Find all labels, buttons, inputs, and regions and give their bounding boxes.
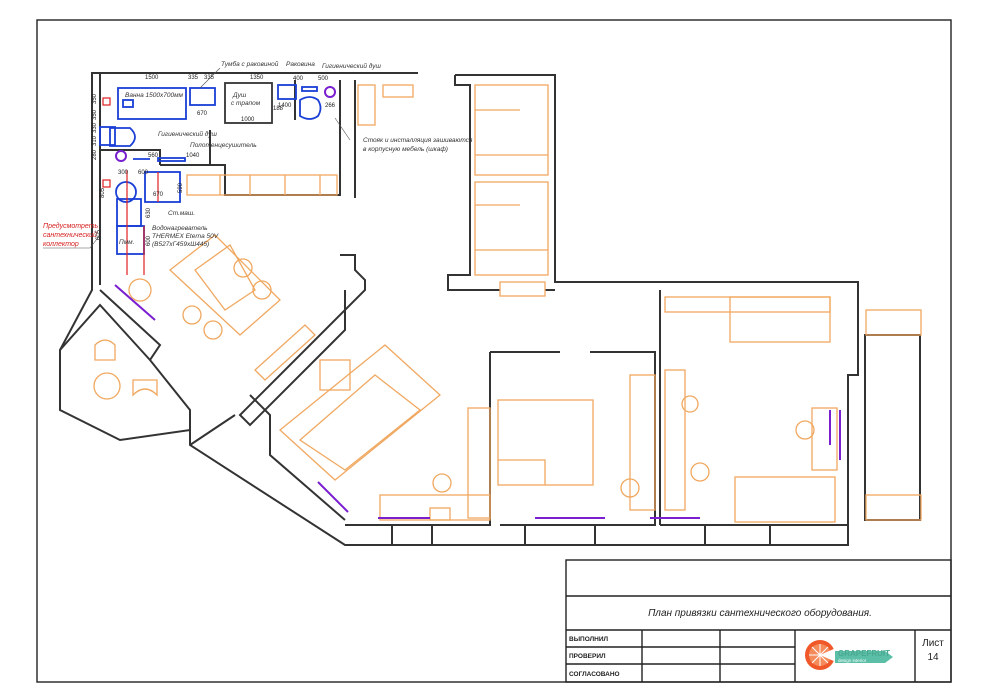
label-hygienic-shower-left: Гигиенический душ xyxy=(158,130,218,138)
plumbing-fixtures xyxy=(99,82,322,275)
row-checked: ПРОВЕРИЛ xyxy=(569,653,606,660)
dim: 590 xyxy=(178,182,184,193)
radiators xyxy=(114,86,841,519)
label-towel-dryer: Полотенцесушитель xyxy=(190,142,257,149)
water-heater xyxy=(116,198,142,227)
label-shower-2: с трапом xyxy=(231,100,261,107)
furniture xyxy=(93,84,922,523)
bathtub xyxy=(117,87,187,120)
label-collector-note-2: сантехнический xyxy=(43,231,97,239)
label-installation-note-1: Стояк и инсталляция зашиваются xyxy=(363,137,473,144)
label-bath: Ванна 1500х700мм xyxy=(125,92,184,99)
dim: 350 xyxy=(92,93,98,104)
dim: 280 xyxy=(92,149,98,160)
dim: 630 xyxy=(146,207,152,218)
dim: 350 xyxy=(92,109,98,120)
drawing-title: План привязки сантехнического оборудован… xyxy=(648,607,872,619)
grapefruit-logo: GRAPEFRUIT design interior xyxy=(805,640,893,670)
walls xyxy=(59,72,921,546)
sink xyxy=(277,84,297,100)
logo-subtitle: design interior xyxy=(838,658,867,663)
label-boiler-2: THERMEX Eterna 50V xyxy=(152,233,219,240)
label-shower: Душ xyxy=(232,92,247,99)
dim: 310 xyxy=(92,135,98,146)
dim: 1500 xyxy=(145,75,159,81)
dim: 805 xyxy=(100,187,106,198)
label-installation-note-2: в корпусную мебель (шкаф) xyxy=(363,145,448,153)
dim: 266 xyxy=(325,103,336,109)
dim: 1000 xyxy=(241,117,255,123)
plan-labels: Тумба с раковиной Раковина Гигиенический… xyxy=(43,60,473,249)
washing-machine xyxy=(115,181,137,203)
dim: 188 xyxy=(273,106,284,112)
label-collector-note-3: коллектор xyxy=(43,241,79,248)
sheet-frame xyxy=(36,19,952,683)
dimensions: 1500 335 335 1350 400 500 670 1000 188 2… xyxy=(92,75,336,246)
dim: 500 xyxy=(318,76,329,82)
dim: 670 xyxy=(197,111,208,117)
row-performed: ВЫПОЛНИЛ xyxy=(569,636,609,643)
label-boiler-1: Водонагреватель xyxy=(152,224,208,232)
dim: 400 xyxy=(293,76,304,82)
label-boiler-3: (В527хГ459хШ445) xyxy=(152,241,209,248)
label-dishwasher: Пмм. xyxy=(119,239,135,246)
dim: 300 xyxy=(118,170,129,176)
dim: 600 xyxy=(138,170,149,176)
dim: 335 xyxy=(188,75,199,81)
dim: 1350 xyxy=(250,75,264,81)
title-block: План привязки сантехнического оборудован… xyxy=(565,559,952,683)
vanity-sink xyxy=(189,87,216,106)
dim: 330 xyxy=(92,122,98,133)
sheet-number: 14 xyxy=(927,652,939,663)
dim: 560 xyxy=(148,153,159,159)
label-collector-note-1: Предусмотреть xyxy=(43,222,99,230)
dim: 1400 xyxy=(278,103,292,109)
label-hygienic-shower-top: Гигиенический душ xyxy=(322,62,382,70)
logo-name: GRAPEFRUIT xyxy=(838,649,890,658)
label-vanity: Тумба с раковиной xyxy=(221,60,279,68)
dim: 335 xyxy=(204,75,215,81)
sheet-label: Лист xyxy=(922,638,944,649)
label-sink: Раковина xyxy=(286,61,315,68)
dim: 600 xyxy=(146,235,152,246)
label-washer: Ст.маш. xyxy=(168,210,195,217)
toilet-right xyxy=(299,96,322,120)
toilet-left xyxy=(109,127,136,147)
dim: 670 xyxy=(153,192,164,198)
dim: 605 xyxy=(96,229,102,240)
dim: 1040 xyxy=(186,153,200,159)
row-approved: СОГЛАСОВАНО xyxy=(569,671,620,678)
